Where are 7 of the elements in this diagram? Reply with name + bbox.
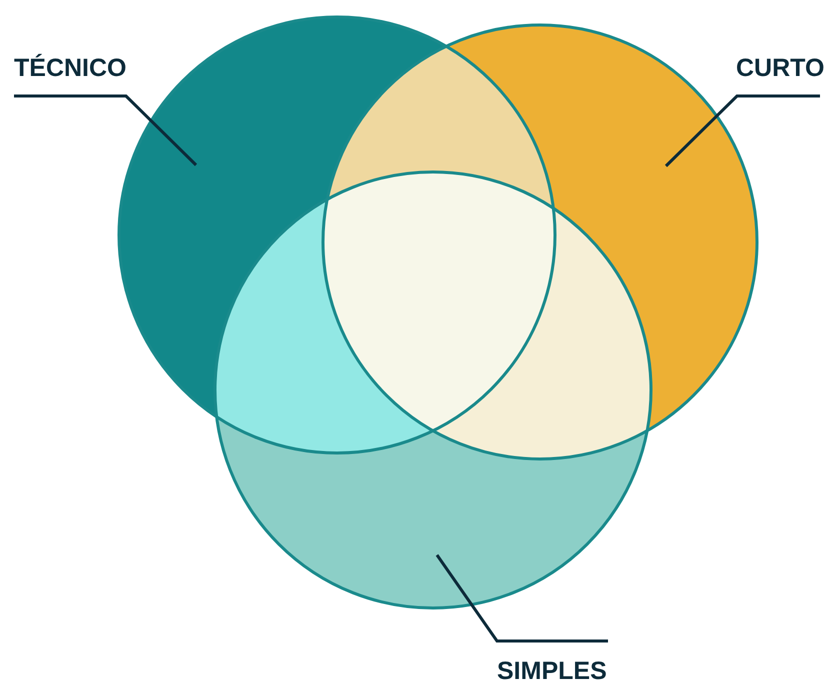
set-label: SIMPLES	[497, 656, 607, 684]
leader-line	[14, 94, 198, 166]
leader-line	[664, 94, 820, 168]
leader-line	[436, 554, 608, 642]
set-label: TÉCNICO	[14, 53, 126, 83]
venn-circle	[214, 170, 652, 610]
set-label: CURTO	[736, 53, 824, 83]
